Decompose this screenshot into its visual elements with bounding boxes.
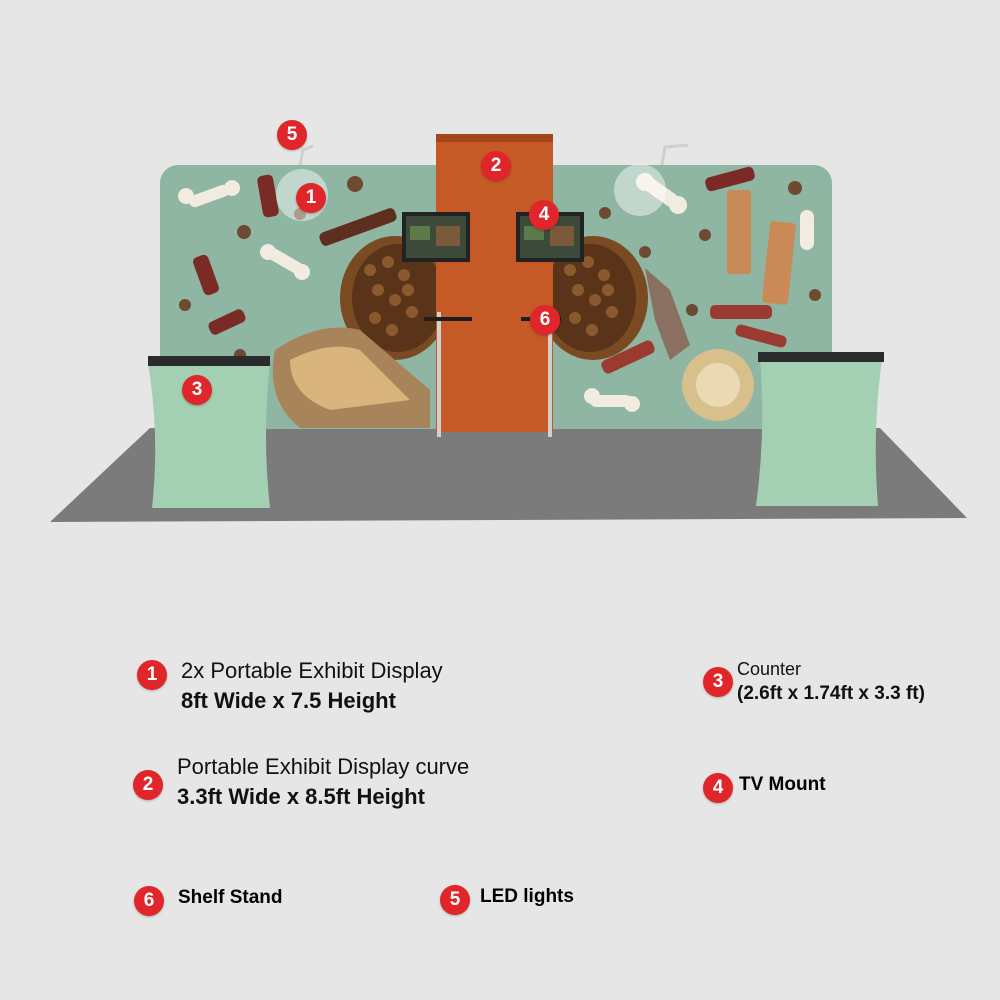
marker-5-led-lights: 5 [277, 120, 307, 150]
legend-item-5: 5 LED lights [440, 884, 574, 915]
legend-item-1: 1 2x Portable Exhibit Display 8ft Wide x… [137, 656, 443, 716]
legend-marker-6: 6 [134, 886, 164, 916]
legend-item-4: 4 TV Mount [703, 772, 826, 803]
legend-marker-2: 2 [133, 770, 163, 800]
legend-item-2: 2 Portable Exhibit Display curve 3.3ft W… [133, 752, 469, 812]
counter-right [756, 352, 884, 506]
dog-bone-icon [178, 173, 814, 412]
marker-2-display-curve: 2 [481, 151, 511, 181]
legend-item-3-dimensions: (2.6ft x 1.74ft x 3.3 ft) [737, 683, 925, 704]
marker-4-tv-mount: 4 [529, 200, 559, 230]
legend-item-1-title: 2x Portable Exhibit Display [181, 658, 443, 683]
booth-illustration [50, 134, 967, 522]
round-treat-graphic [682, 349, 754, 421]
treat-sticks [193, 166, 787, 374]
wall-dots [179, 176, 821, 361]
legend-item-6-label: Shelf Stand [178, 887, 283, 908]
legend-marker-3: 3 [703, 667, 733, 697]
legend-item-3: 3 Counter (2.6ft x 1.74ft x 3.3 ft) [703, 657, 925, 707]
marker-1-exhibit-display: 1 [296, 183, 326, 213]
marker-3-counter: 3 [182, 375, 212, 405]
chew-sticks [727, 190, 796, 305]
booth-floor [50, 428, 967, 522]
legend-item-1-dimensions: 8ft Wide x 7.5 Height [181, 688, 396, 713]
legend-item-2-dimensions: 3.3ft Wide x 8.5ft Height [177, 784, 425, 809]
legend-item-4-label: TV Mount [739, 774, 826, 795]
legend-marker-4: 4 [703, 773, 733, 803]
tv-monitor-icon [402, 212, 584, 262]
kibble-bowl-icon [340, 236, 648, 360]
large-bone-graphic [272, 327, 430, 428]
legend-marker-1: 1 [137, 660, 167, 690]
counter-left [148, 356, 270, 508]
legend-marker-5: 5 [440, 885, 470, 915]
legend-item-6: 6 Shelf Stand [134, 885, 283, 916]
antler-graphic [645, 268, 690, 360]
legend-item-5-label: LED lights [480, 886, 574, 907]
marker-6-shelf-stand: 6 [530, 305, 560, 335]
led-light-icon [298, 143, 689, 166]
legend-item-3-title: Counter [737, 659, 802, 679]
legend-item-2-title: Portable Exhibit Display curve [177, 754, 470, 779]
exhibit-display-curve-banner [436, 134, 553, 432]
